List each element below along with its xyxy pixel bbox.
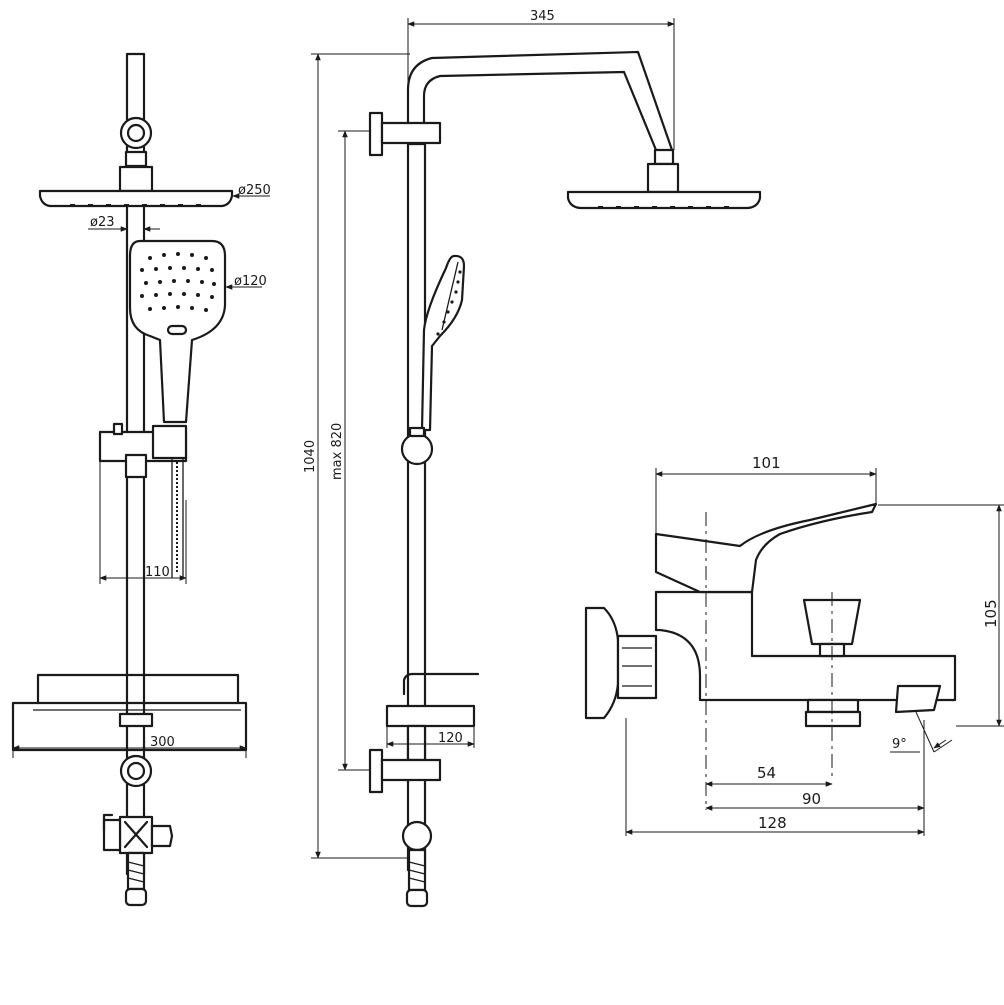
- side-head-nozzles: [598, 206, 729, 209]
- dim-shelf-width: 300: [150, 735, 175, 750]
- head-nozzles: [70, 204, 201, 207]
- side-view: 345 1040 max 820: [303, 9, 762, 908]
- dim-spout-c: 128: [758, 814, 787, 832]
- dim-rail-height: max 820: [330, 423, 345, 480]
- dim-arm-length: 345: [530, 9, 555, 24]
- front-view: ø250 ø23 ø120 110 300: [11, 52, 271, 907]
- dim-arm-diameter: ø23: [90, 215, 115, 230]
- dim-spout-top: 101: [752, 454, 781, 472]
- dim-hose-offset: 110: [145, 565, 170, 580]
- dim-spout-b: 90: [802, 790, 821, 808]
- dim-spout-height: 105: [982, 599, 1000, 628]
- dim-spout-angle: 9°: [892, 737, 907, 752]
- dim-head-diameter: ø250: [238, 183, 271, 198]
- dim-spout-a: 54: [757, 764, 776, 782]
- mixer-view: 101 105 54 90 128 9°: [584, 454, 1004, 836]
- dim-hand-diameter: ø120: [234, 274, 267, 289]
- hand-nozzles: [140, 252, 216, 312]
- dim-total-height: 1040: [303, 440, 318, 473]
- dim-diverter-width: 120: [438, 731, 463, 746]
